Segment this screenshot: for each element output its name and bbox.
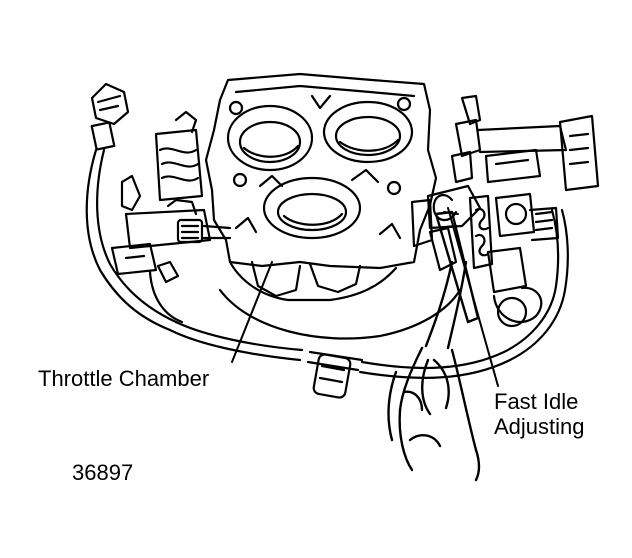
screwdriver-tool <box>387 210 481 482</box>
throttle-chamber-leader <box>231 261 273 363</box>
fast-idle-label-line1: Fast Idle <box>494 389 579 414</box>
left-actuator <box>110 110 232 324</box>
throttle-body <box>204 72 462 340</box>
fast-idle-leader <box>447 207 499 387</box>
figure-number: 36897 <box>72 460 134 485</box>
fast-idle-label-line2: Adjusting <box>494 414 585 439</box>
connector-plug <box>85 82 178 332</box>
throttle-chamber-label: Throttle Chamber <box>38 366 210 391</box>
lower-harness <box>168 208 569 399</box>
right-linkage <box>410 94 600 328</box>
